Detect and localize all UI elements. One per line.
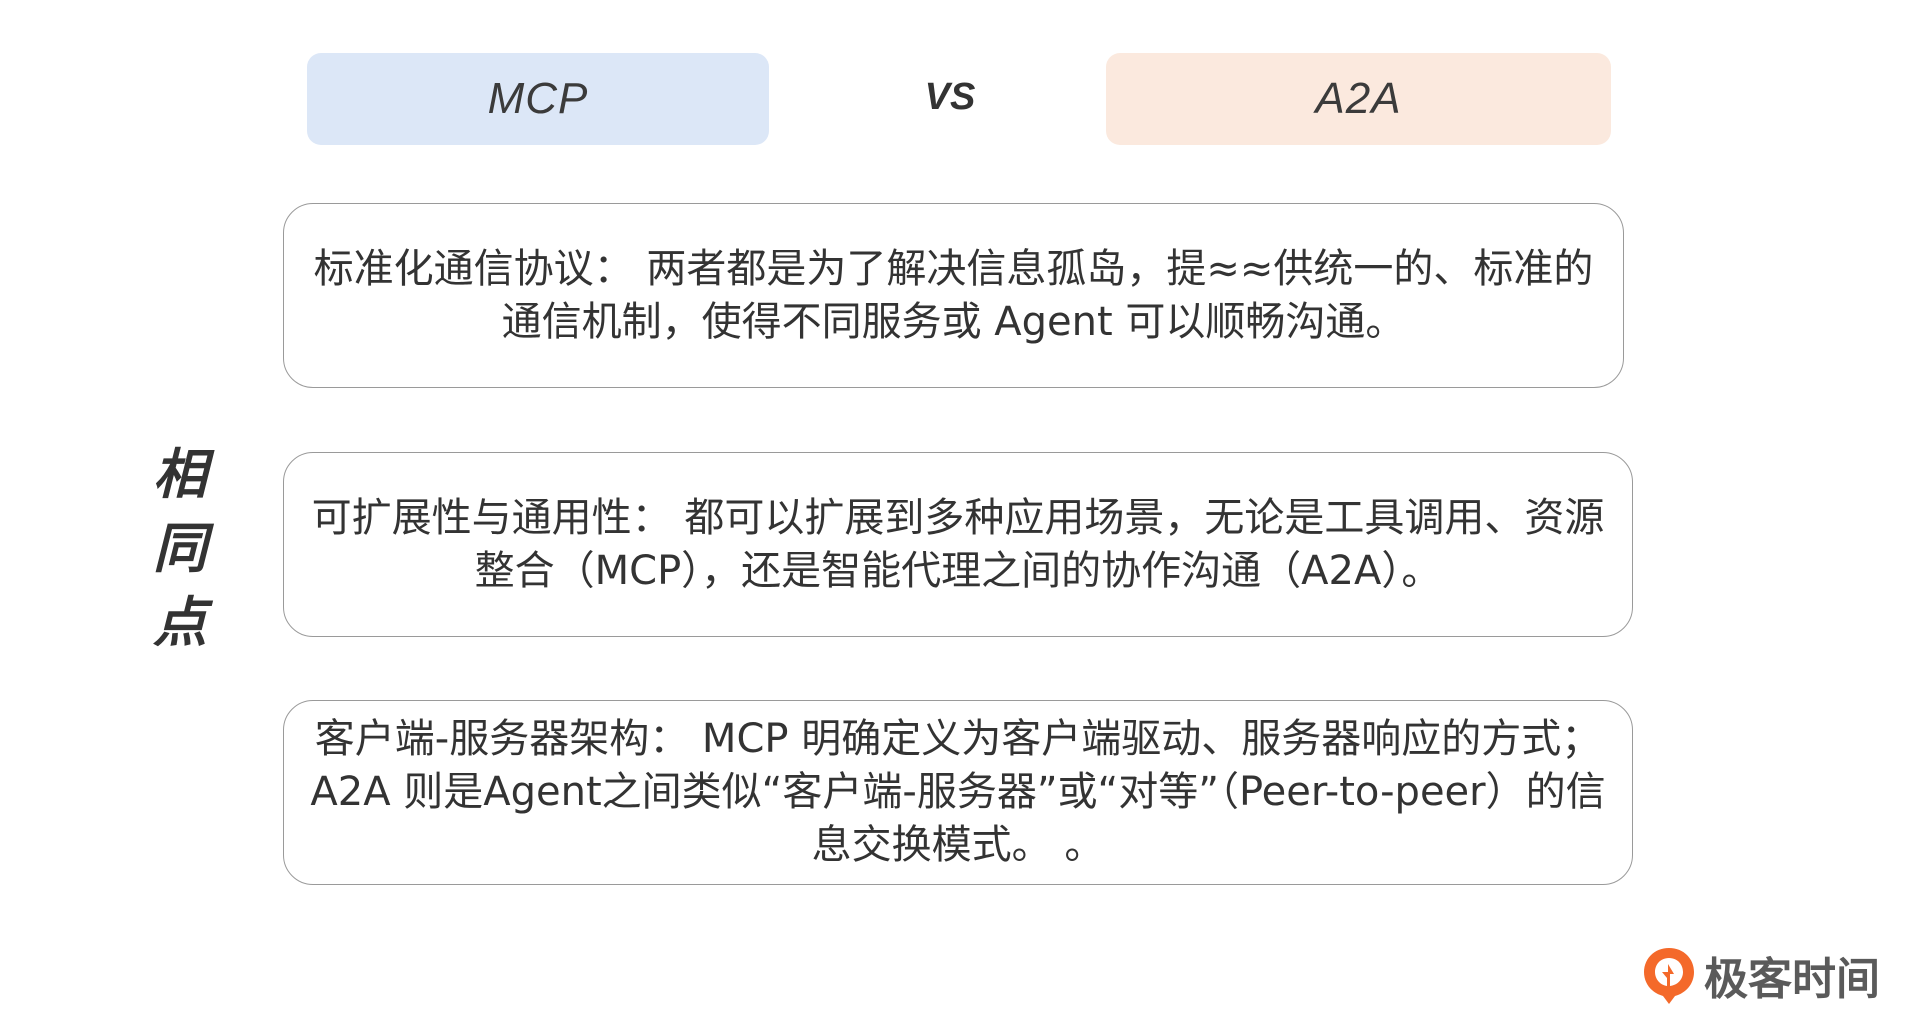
similarities-title-char: 点 [153, 591, 207, 654]
mcp-header: MCP [307, 53, 769, 145]
geektime-logo: 极客时间 [1640, 940, 1880, 1010]
similarities-title-char: 相 [153, 443, 207, 506]
similarity-point-text: 标准化通信协议： 两者都是为了解决信息孤岛，提≈≈供统一的、标准的通信机制，使得… [313, 245, 1594, 345]
similarity-point-text: 客户端-服务器架构： MCP 明确定义为客户端驱动、服务器响应的方式；A2A 则… [310, 716, 1606, 868]
similarity-point-standard-protocol: 标准化通信协议： 两者都是为了解决信息孤岛，提≈≈供统一的、标准的通信机制，使得… [283, 203, 1624, 388]
similarity-point-client-server: 客户端-服务器架构： MCP 明确定义为客户端驱动、服务器响应的方式；A2A 则… [283, 700, 1633, 885]
mcp-header-label: MCP [487, 74, 589, 123]
geektime-logo-text: 极客时间 [1704, 954, 1880, 1005]
a2a-header-label: A2A [1315, 74, 1402, 123]
geektime-logo-icon [1644, 948, 1694, 1004]
similarity-point-text: 可扩展性与通用性： 都可以扩展到多种应用场景，无论是工具调用、资源整合（MCP）… [311, 494, 1605, 594]
a2a-header: A2A [1106, 53, 1611, 145]
vs-label: VS [924, 75, 976, 118]
similarity-point-extensibility: 可扩展性与通用性： 都可以扩展到多种应用场景，无论是工具调用、资源整合（MCP）… [283, 452, 1633, 637]
similarities-title: 相 同 点 [150, 438, 210, 660]
similarities-title-char: 同 [153, 517, 207, 580]
